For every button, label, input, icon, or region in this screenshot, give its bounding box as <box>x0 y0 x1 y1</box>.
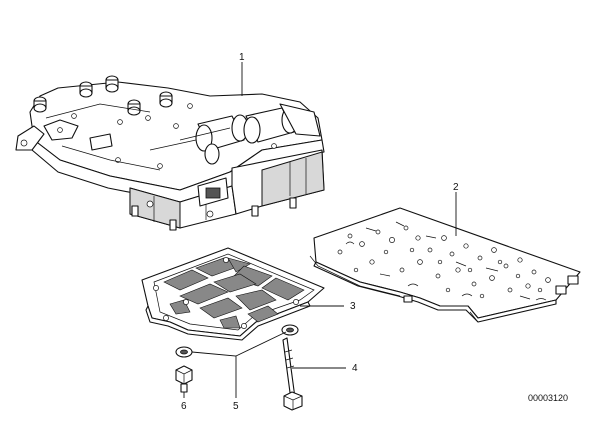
plate-perforations <box>337 221 551 301</box>
sealing-rings <box>175 324 299 358</box>
callout-6: 6 <box>181 401 187 412</box>
callout-3: 3 <box>350 301 356 312</box>
intermediate-plate <box>309 207 581 323</box>
callout-2: 2 <box>453 182 459 193</box>
valve-body-assembly <box>15 75 325 231</box>
callout-1: 1 <box>239 52 245 63</box>
long-bolt <box>282 337 303 411</box>
filter-plate <box>141 247 325 341</box>
callout-labels: 1 2 3 4 5 6 <box>181 52 459 412</box>
callout-4: 4 <box>352 363 358 374</box>
top-plate-bosses <box>33 75 173 116</box>
filter-screen-cells <box>163 257 305 329</box>
drawing-number: 00003120 <box>528 393 568 403</box>
leader-lines <box>183 62 457 398</box>
small-screw <box>175 365 193 393</box>
callout-5: 5 <box>233 401 239 412</box>
